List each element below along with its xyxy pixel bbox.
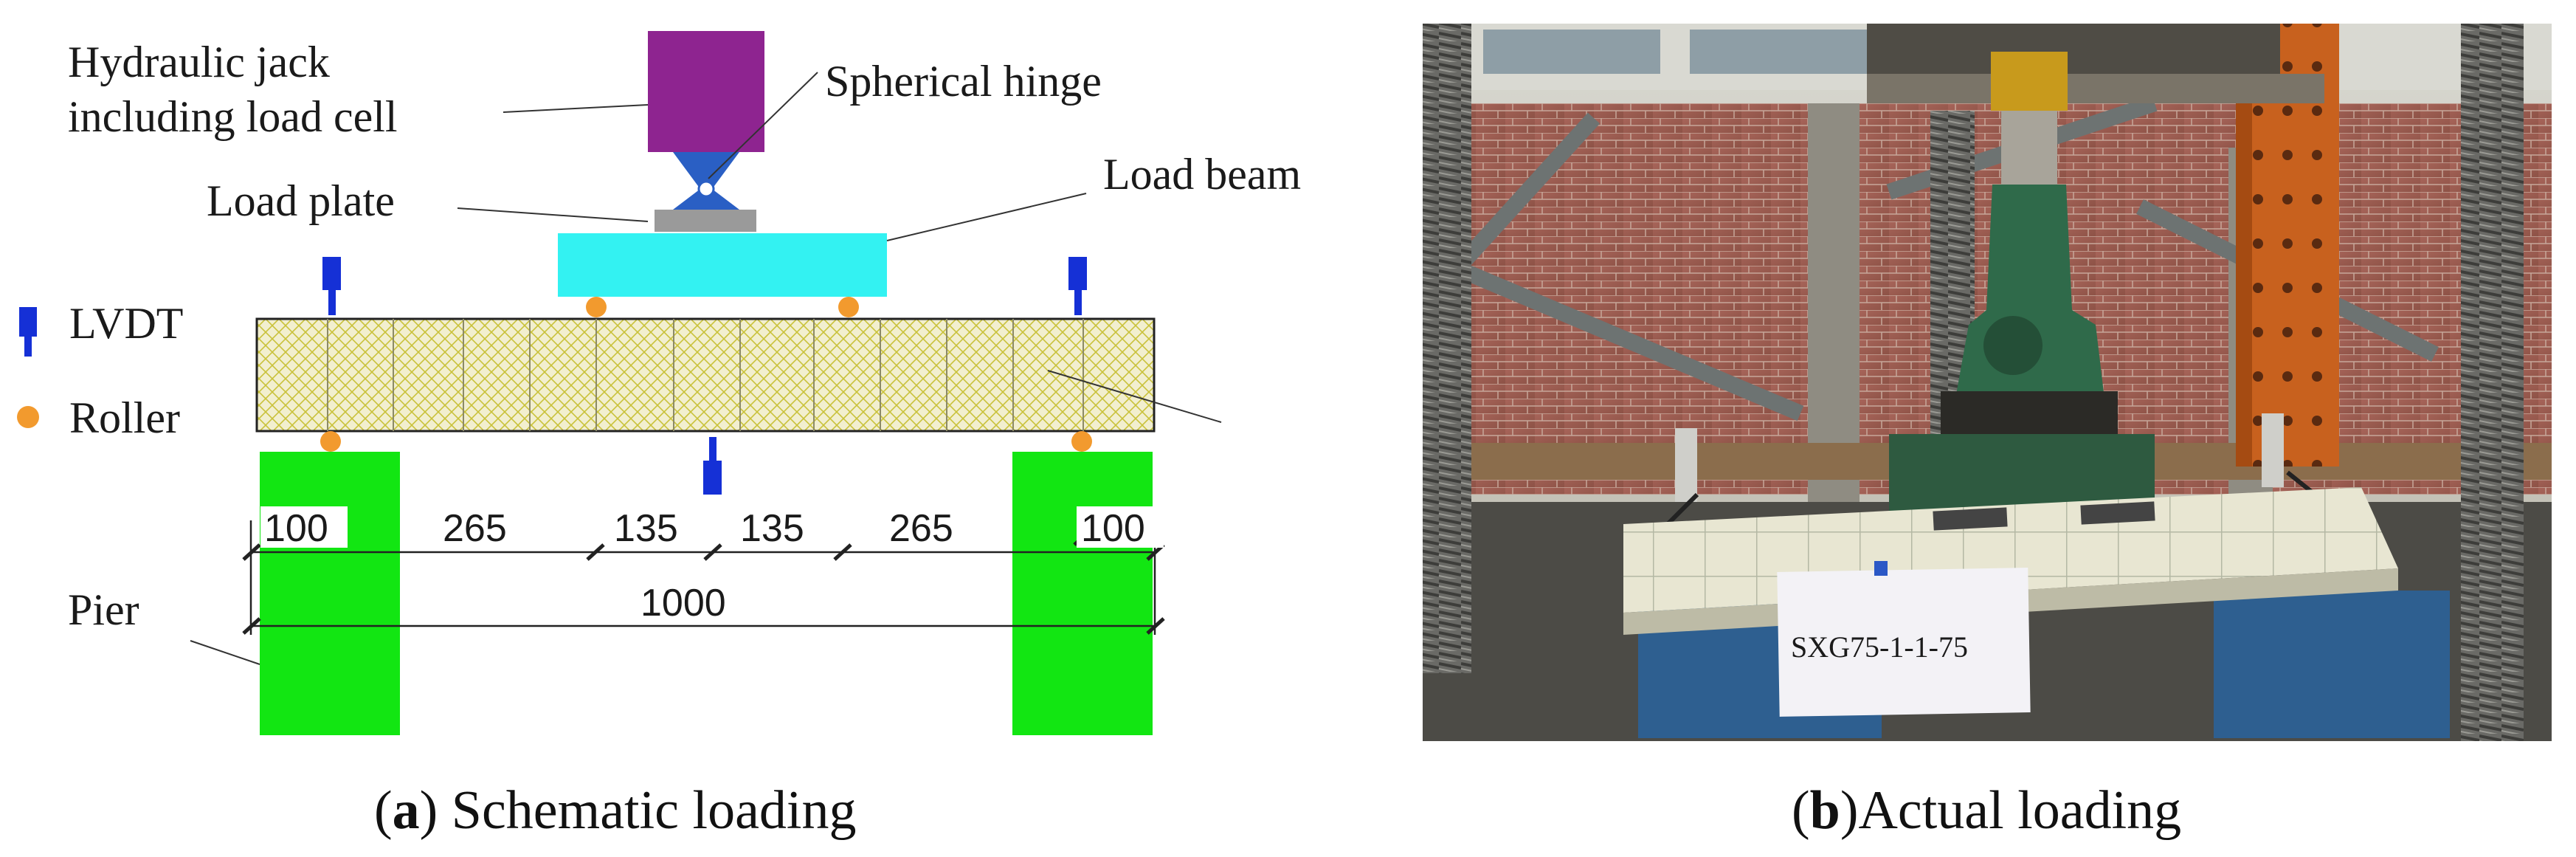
dim-right-support: 100 [1081,507,1145,550]
pier-left [260,452,400,735]
dim-mid-right: 135 [740,507,804,550]
specimen-dividers [327,319,1084,431]
load-plate-label: Load plate [207,176,395,225]
photo-panel: SXG75-1-1-75 [1423,24,2552,741]
threaded-rod-right [2461,24,2524,741]
load-plate [655,210,756,232]
pier-label: Pier [68,585,139,634]
load-beam [558,233,887,297]
roller-legend-icon [17,406,39,428]
hydraulic-jack [648,31,764,152]
bottom-roller-right [1071,431,1092,452]
specimen-label-sheet: SXG75-1-1-75 [1777,561,2031,717]
beam-leader [886,193,1087,241]
specimen-leader [1047,370,1222,423]
dim-mid-left: 135 [614,507,678,550]
pier-right [1012,452,1153,735]
pier-leader [190,640,260,665]
lvdt-left [322,257,341,315]
dim-shear-left: 265 [443,507,507,550]
bottom-roller-left [320,431,341,452]
hinge-ball [697,180,715,198]
caption-a-letter: a [393,780,420,841]
dimension-labels: 100 265 135 135 265 100 1000 [260,506,1164,624]
hinge-leader [708,72,818,179]
specimen-label-text: SXG75-1-1-75 [1791,630,1968,664]
load-beam-label: Load beam [1103,150,1301,199]
jack-label-line1: Hydraulic jack [68,38,330,86]
jack-leader [503,104,649,113]
roller-label: Roller [69,393,180,442]
dim-span: 1000 [640,582,726,624]
dim-left-support: 100 [264,507,328,550]
lvdt-right [1068,257,1087,315]
lvdt-label: LVDT [69,299,183,348]
caption-a: (a) Schematic loading [374,780,856,841]
photo-jack-cap [1991,52,2068,111]
svg-text:(a) Schematic loading: (a) Schematic loading [374,780,856,841]
plate-leader [457,207,649,222]
caption-b-text: )Actual loading [1840,780,2181,841]
caption-b: (b)Actual loading [1792,780,2181,841]
lvdt-mid [703,437,722,495]
threaded-rod-left [1423,24,1471,673]
schematic-panel: 100 265 135 135 265 100 1000 Hydraulic j… [17,31,1301,735]
svg-text:(b)Actual loading: (b)Actual loading [1792,780,2181,841]
top-roller-right [838,297,859,317]
hinge-label: Spherical hinge [825,57,1102,106]
dim-shear-right: 265 [889,507,953,550]
jack-label-line2: including load cell [68,92,398,141]
top-roller-left [586,297,607,317]
lvdt-legend-icon [19,307,37,357]
caption-a-text: ) Schematic loading [420,780,857,841]
caption-b-letter: b [1810,780,1840,841]
specimen [255,317,1156,433]
